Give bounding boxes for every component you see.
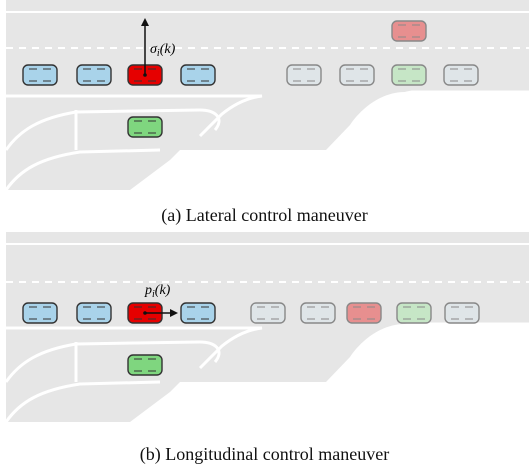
car-faded-2 [300,302,336,324]
car-green-ramp [127,354,163,376]
car-faded-1 [286,64,322,86]
caption-lateral: (a) Lateral control maneuver [161,205,368,225]
car-blue-1 [22,302,58,324]
car-blue-3 [180,64,216,86]
longitudinal-arrowhead [170,309,178,317]
exit-edge [343,322,529,383]
caption-longitudinal: (b) Longitudinal control maneuver [139,444,390,464]
panel-longitudinal: pi(k) [0,232,529,427]
car-faded-green [396,302,432,324]
lateral-road-diagram: σi(k) [4,0,529,191]
car-faded-3 [444,302,480,324]
ramp-curve-1 [4,340,221,383]
lateral-arrowhead [141,18,149,26]
car-faded-1 [250,302,286,324]
exit-edge [343,90,529,151]
car-faded-green [391,64,427,86]
car-faded-3 [443,64,479,86]
car-blue-1 [22,64,58,86]
car-blue-3 [180,302,216,324]
sigma-label: σi(k) [150,42,176,59]
car-blue-2 [76,64,112,86]
car-faded-red [391,20,427,42]
car-green-ramp [127,116,163,138]
panel-lateral: σi(k) [0,0,529,195]
car-faded-red [346,302,382,324]
car-faded-2 [339,64,375,86]
ramp-edge-upper [6,94,263,138]
longitudinal-road-diagram: pi(k) [4,232,529,423]
car-blue-2 [76,302,112,324]
ramp-curve-2 [4,380,161,423]
ramp-curve-1 [4,108,221,151]
ramp-curve-2 [4,148,161,191]
p-label: pi(k) [144,283,171,300]
on-ramp [6,96,265,190]
ramp-edge-upper [6,326,263,370]
